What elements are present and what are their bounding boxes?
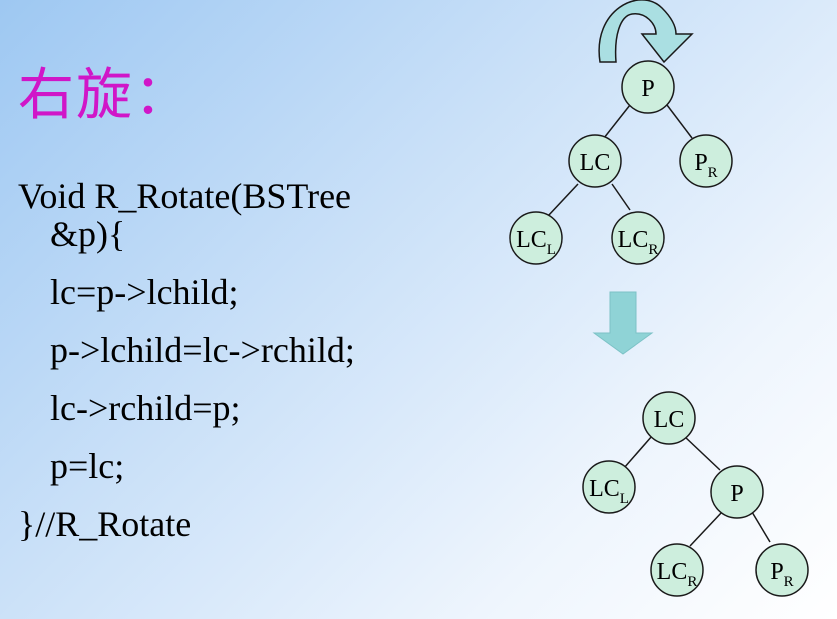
- after-node-lcl-sub: L: [620, 491, 629, 507]
- after-node-pr: PR: [755, 543, 809, 597]
- before-node-p: P: [621, 60, 675, 114]
- after-node-lc-label: LC: [654, 407, 685, 433]
- svg-text:LC: LC: [580, 150, 611, 176]
- before-node-pr: PR: [679, 134, 733, 188]
- after-node-p: P: [710, 465, 764, 519]
- svg-text:P: P: [641, 76, 654, 102]
- code-line-2: &p){: [50, 214, 126, 254]
- before-node-p-label: P: [641, 76, 654, 102]
- code-block: Void R_Rotate(BSTree &p){ lc=p->lchild; …: [18, 172, 355, 558]
- svg-text:PR: PR: [770, 559, 793, 590]
- after-node-lcr-label: LC: [657, 559, 688, 585]
- code-line-5: lc->rchild=p;: [50, 388, 241, 428]
- after-node-lcl-label: LC: [589, 476, 620, 502]
- svg-text:LCL: LCL: [589, 476, 629, 507]
- code-line-3: lc=p->lchild;: [50, 272, 239, 312]
- after-node-pr-label: P: [770, 559, 783, 585]
- svg-text:LCR: LCR: [618, 227, 659, 258]
- tree-after-edges: [623, 435, 771, 547]
- after-node-p-label: P: [730, 481, 743, 507]
- after-node-lcr: LCR: [650, 543, 704, 597]
- before-node-lcr-label: LC: [618, 227, 649, 253]
- before-node-lcl-label: LC: [516, 227, 547, 253]
- slide-title: 右旋：: [18, 63, 192, 128]
- after-node-pr-sub: R: [784, 574, 794, 590]
- svg-text:LCR: LCR: [657, 559, 698, 590]
- curved-rotate-arrow-icon: [598, 0, 694, 64]
- after-node-lc: LC: [642, 391, 696, 445]
- code-line-6: p=lc;: [50, 446, 125, 486]
- svg-text:LC: LC: [654, 407, 685, 433]
- after-node-lcl: LCL: [582, 460, 636, 514]
- before-node-pr-sub: R: [708, 165, 718, 181]
- code-line-7: }//R_Rotate: [18, 504, 192, 544]
- svg-text:LCL: LCL: [516, 227, 556, 258]
- before-node-lcr-sub: R: [648, 242, 658, 258]
- after-node-lcr-sub: R: [687, 574, 697, 590]
- svg-text:P: P: [730, 481, 743, 507]
- before-node-lc: LC: [568, 134, 622, 188]
- before-node-lc-label: LC: [580, 150, 611, 176]
- before-node-pr-label: P: [694, 150, 707, 176]
- before-node-lcl-sub: L: [547, 242, 556, 258]
- down-arrow-icon: [592, 291, 654, 355]
- code-line-4: p->lchild=lc->rchild;: [50, 330, 355, 370]
- before-node-lcl: LCL: [509, 211, 563, 265]
- tree-before-edges: [547, 104, 693, 217]
- before-node-lcr: LCR: [611, 211, 665, 265]
- svg-text:PR: PR: [694, 150, 717, 181]
- code-line-1: Void R_Rotate(BSTree: [18, 176, 352, 216]
